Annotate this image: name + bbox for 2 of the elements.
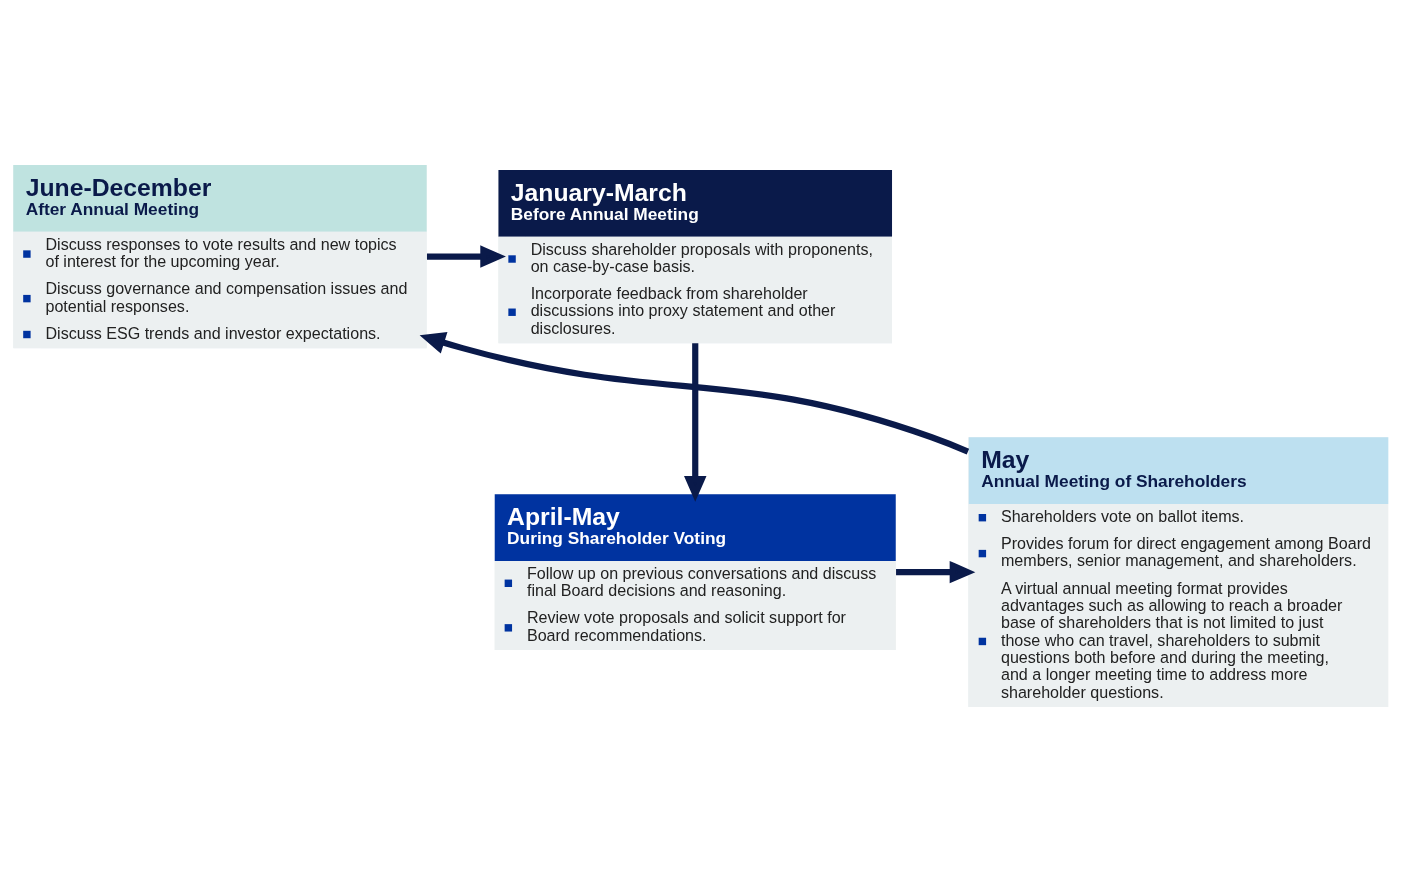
- node-text: January-March Before Annual Meeting Discuss shareholder proposals with proponents, on case-by-case basis. Incorporate feedback from shareholder discussions into proxy statement and other disclosures.: [510, 178, 873, 337]
- node-text: June-December After Annual Meeting Discuss responses to vote results and new topics of interest for the upcoming year. Discuss governance and compensation issues and potential responses. Discuss ESG trends and investor expectations.: [25, 173, 408, 342]
